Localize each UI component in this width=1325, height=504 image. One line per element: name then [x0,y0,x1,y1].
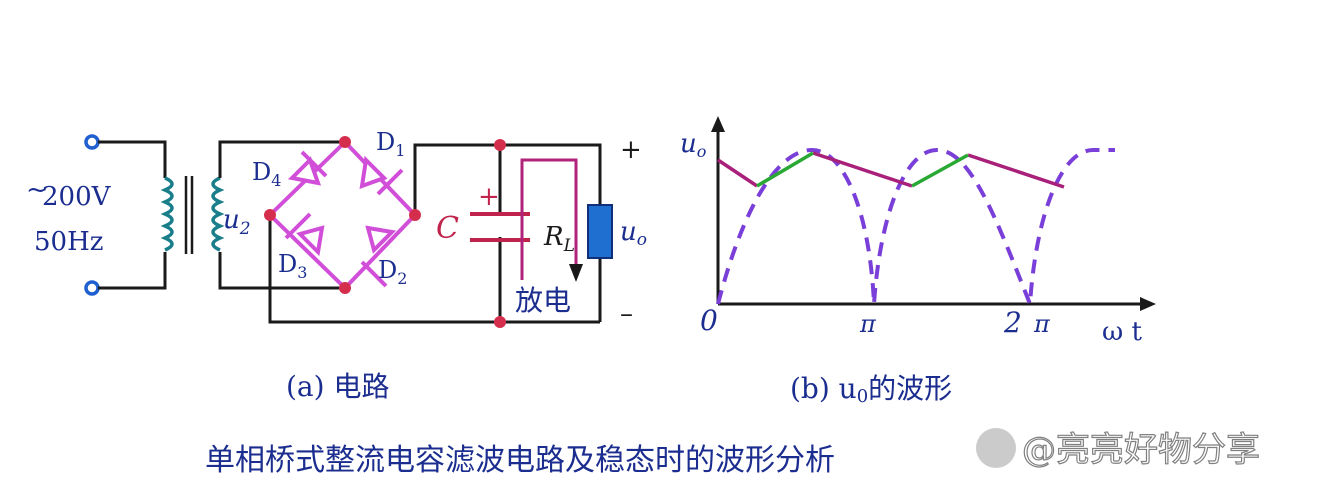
discharge-segment-3 [967,153,1065,189]
diode-d3 [284,212,325,257]
node-bottom [339,282,351,294]
discharge-arrow-icon [569,264,583,282]
tick-2pi-number: 2 [1003,306,1022,339]
discharge-path [520,158,578,280]
circuit: ~ 200V 50Hz u2 D4 D1 D3 D2 + C RL uo + –… [26,128,647,403]
watermark-text: @亮亮好物分享 [1022,430,1260,470]
diode-d2 [360,225,397,288]
source-frequency: 50Hz [34,227,103,257]
x-axis-arrow-icon [1140,297,1156,311]
capacitor-plus: + [478,182,500,212]
discharge-segment-1 [717,158,758,188]
load-label: RL [543,222,575,256]
bridge-positive-wire [413,143,602,215]
y-axis-label: uo [680,129,706,161]
tick-2pi-symbol: π [1033,310,1051,338]
node-cap-bottom [494,316,506,328]
secondary-voltage-label: u2 [223,205,251,239]
discharge-segment-2 [812,151,913,188]
output-voltage-label: uo [620,217,647,250]
secondary-coil [211,176,225,252]
secondary-wire-top [218,140,345,178]
diode-d4 [287,150,328,186]
node-cap-top [494,139,506,151]
watermark-logo-icon [976,428,1016,468]
x-axis-label: ω t [1102,317,1142,347]
output-minus: – [620,299,633,329]
charge-segment-1 [756,151,814,188]
rectified-waveform [716,147,1115,305]
diode-d1 [359,155,404,196]
primary-coil [160,176,174,252]
bridge-negative-wire [268,215,500,324]
diode-d1-label: D1 [376,128,405,160]
node-top [339,136,351,148]
waveform: uo 0 π 2 π ω t (b) u0的波形 [680,116,1156,407]
discharge-label: 放电 [515,284,571,317]
primary-wire-top [98,140,167,178]
watermark: @亮亮好物分享 [976,428,1261,471]
charge-segment-2 [911,153,969,188]
figure-title: 单相桥式整流电容滤波电路及稳态时的波形分析 [205,443,835,478]
node-left [264,209,276,221]
capacitor-dielectric [494,217,506,237]
output-plus: + [620,135,642,165]
diode-d2-label: D2 [378,256,407,288]
secondary-wire-bottom [218,252,345,290]
source-voltage: 200V [42,182,112,212]
waveform-caption: (b) u0的波形 [790,372,952,407]
tick-pi: π [859,310,877,338]
load-resistor [587,204,613,259]
diode-d3-label: D3 [278,250,307,282]
origin-label: 0 [700,304,718,337]
source-tilde: ~ [26,175,48,205]
primary-wire-bottom [98,252,167,290]
bridge-rectifier [268,140,417,290]
capacitor-label: C [436,211,459,246]
y-axis-arrow-icon [711,116,725,132]
node-right [409,209,421,221]
source-terminal-bottom [84,280,100,296]
source-terminal-top [84,134,100,150]
diode-d4-label: D4 [252,158,281,190]
circuit-caption: (a) 电路 [286,370,389,403]
